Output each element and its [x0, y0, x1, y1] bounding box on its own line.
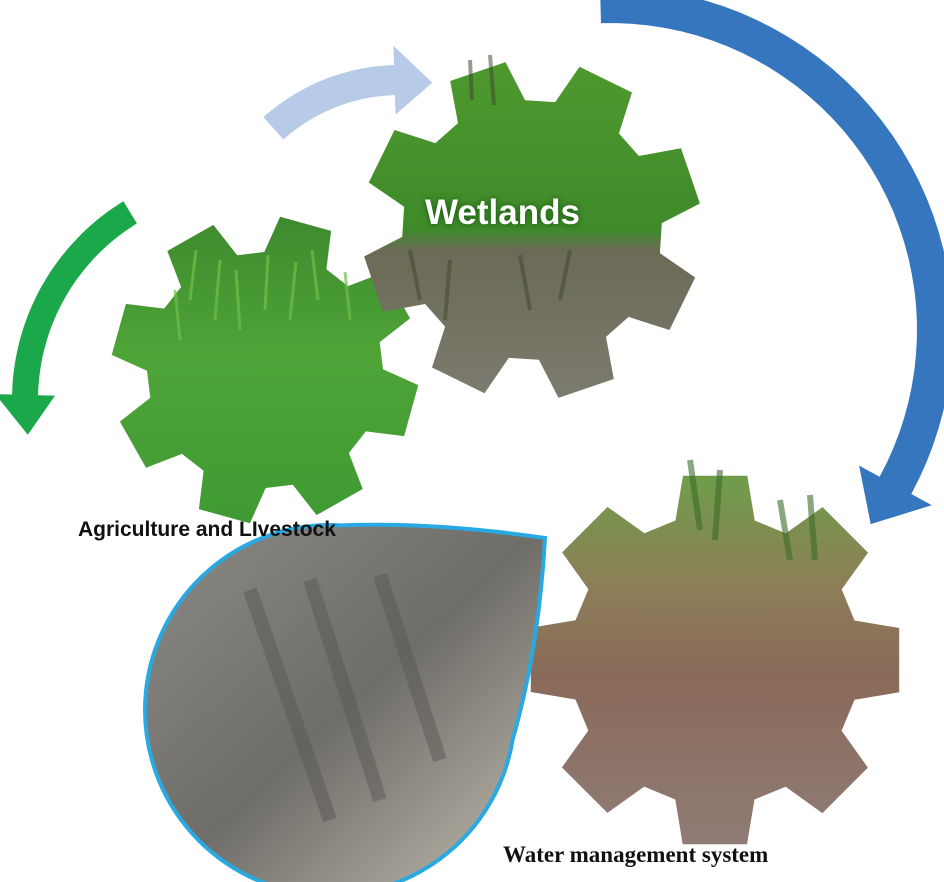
- water-management-gear: [530, 459, 900, 845]
- wetlands-gear: [364, 54, 700, 398]
- arrow-wetlands-to-water: [600, 0, 944, 525]
- wetlands-label: Wetlands: [425, 193, 580, 232]
- agriculture-gear: [111, 216, 419, 524]
- water-management-label: Water management system: [503, 842, 769, 867]
- weir-water-drop: [143, 522, 548, 882]
- arrow-agriculture-down: [0, 201, 137, 435]
- arrow-agriculture-to-wetlands: [263, 45, 433, 140]
- agriculture-livestock-label: Agriculture and LIvestock: [78, 518, 336, 541]
